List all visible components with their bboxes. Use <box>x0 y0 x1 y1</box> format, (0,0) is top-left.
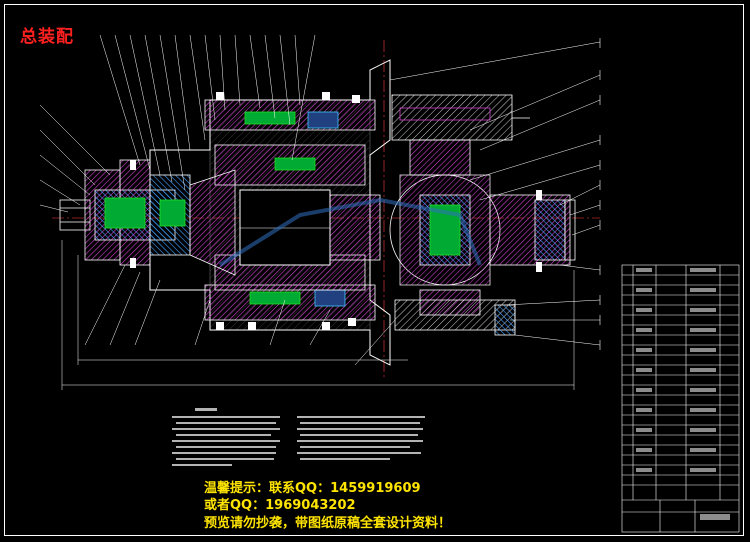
input-flange <box>59 159 191 266</box>
drawing-title: 总装配 <box>20 27 74 47</box>
bolts <box>130 92 542 330</box>
bom-table <box>621 264 740 533</box>
upper-bearing <box>244 111 296 125</box>
main-shaft <box>239 189 331 266</box>
differential <box>329 139 576 336</box>
watermark-logo <box>218 197 482 267</box>
drawing-border <box>4 4 744 536</box>
lower-bearing <box>249 291 301 305</box>
overall-dimension <box>61 240 575 390</box>
notice-alt-qq: 或者QQ：1969043202 <box>204 498 356 513</box>
technical-requirements <box>172 408 425 466</box>
shifter-box <box>391 94 530 141</box>
notice-contact-qq: 温馨提示：联系QQ：1459919609 <box>204 481 421 496</box>
leader-lines <box>39 34 601 366</box>
notice-no-copy: 预览请勿抄袭，带图纸原稿全套设计资料！ <box>204 516 452 531</box>
